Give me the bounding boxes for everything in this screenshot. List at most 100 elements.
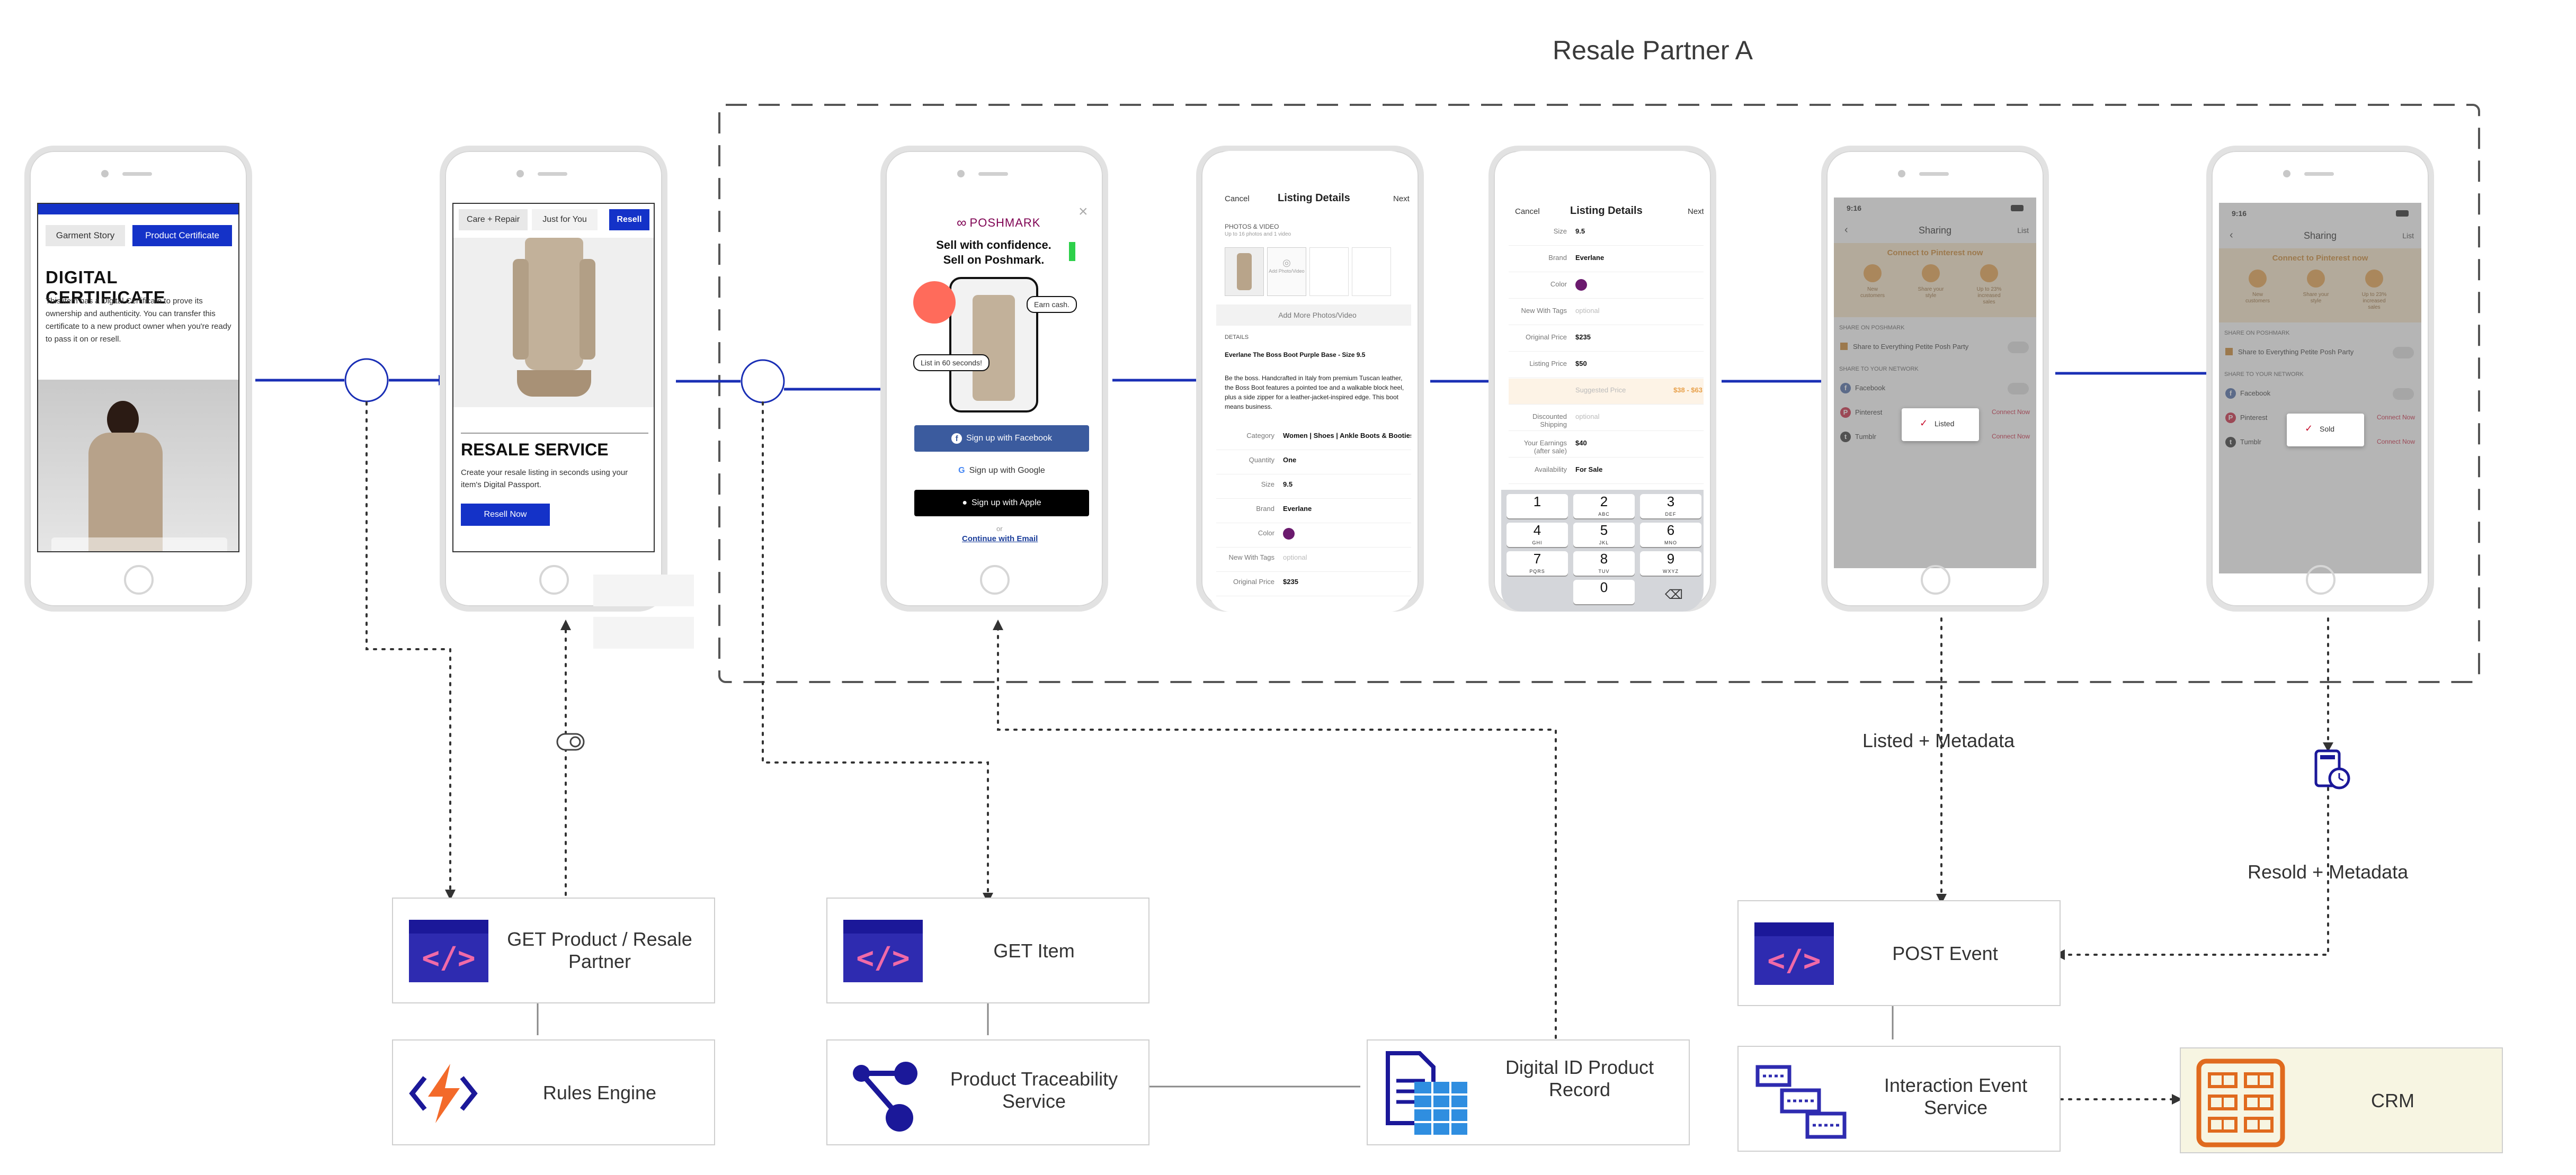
- home-button: [1921, 565, 1950, 595]
- screen-poshmark-signup: × ∞ POSHMARK Sell with confidence. Sell …: [893, 203, 1095, 552]
- item-description[interactable]: Be the boss. Handcrafted in Italy from p…: [1225, 374, 1404, 410]
- phone-camera: [516, 170, 524, 177]
- resell-now-button[interactable]: Resell Now: [461, 504, 550, 526]
- field-value: Everlane: [1283, 505, 1312, 513]
- price-field-row[interactable]: Listing Price$50: [1509, 352, 1704, 378]
- apple-signup-button[interactable]: ● Sign up with Apple: [914, 490, 1089, 516]
- field-key: Category: [1246, 432, 1274, 439]
- keypad-digit: 5: [1600, 522, 1608, 538]
- screen-resale-service: Care + Repair Just for You Resell RESALE…: [452, 203, 655, 552]
- item-title[interactable]: Everlane The Boss Boot Purple Base - Siz…: [1225, 351, 1366, 358]
- service-links: [537, 1000, 1894, 1088]
- cancel-link[interactable]: Cancel: [1225, 194, 1250, 203]
- or-divider: or: [996, 525, 1003, 533]
- keypad-letters: MNO: [1664, 540, 1677, 545]
- photos-hint: Up to 16 photos and 1 video: [1225, 231, 1291, 237]
- empty-photo-slot[interactable]: [1309, 247, 1349, 296]
- modal-overlay: [2219, 203, 2421, 573]
- facebook-signup-button[interactable]: f Sign up with Facebook: [914, 425, 1089, 452]
- listing-field-row[interactable]: Color: [1216, 522, 1411, 548]
- tab-product-certificate[interactable]: Product Certificate: [132, 225, 232, 246]
- resale-body: Create your resale listing in seconds us…: [461, 468, 628, 489]
- service-get-product[interactable]: </> GET Product / Resale Partner: [392, 898, 715, 1003]
- service-post-event[interactable]: </> POST Event: [1737, 900, 2061, 1006]
- empty-photo-slot[interactable]: [1352, 247, 1391, 296]
- tab-resell[interactable]: Resell: [609, 209, 649, 230]
- modal-overlay: [1834, 198, 2036, 568]
- price-field-row[interactable]: Availability For Sale: [1509, 458, 1704, 484]
- keypad-letters: ABC: [1598, 512, 1610, 517]
- flow-line-main: [255, 372, 2206, 391]
- divider: [461, 433, 648, 434]
- keypad-key-0[interactable]: 0: [1573, 580, 1635, 604]
- service-digital-id[interactable]: Digital ID Product Record: [1367, 1039, 1690, 1145]
- service-label: CRM: [2371, 1090, 2414, 1111]
- backspace-icon[interactable]: ⌫: [1665, 588, 1683, 602]
- tab-care-repair[interactable]: Care + Repair: [459, 209, 528, 230]
- camera-icon: ◎: [1282, 257, 1291, 268]
- price-field-row[interactable]: Color: [1509, 273, 1704, 299]
- photo-thumb[interactable]: [1225, 247, 1264, 296]
- google-signup-button[interactable]: G Sign up with Google: [914, 458, 1089, 483]
- service-crm[interactable]: CRM: [2180, 1047, 2503, 1153]
- tab-garment-story[interactable]: Garment Story: [46, 225, 125, 246]
- price-field-row[interactable]: Original Price$235: [1509, 326, 1704, 352]
- phone-resale-service: Care + Repair Just for You Resell RESALE…: [440, 146, 667, 612]
- tab-just-for-you[interactable]: Just for You: [532, 209, 598, 230]
- keypad-key-1[interactable]: 1: [1507, 494, 1568, 518]
- continue-email-link[interactable]: Continue with Email: [962, 534, 1038, 543]
- field-value: One: [1283, 456, 1297, 464]
- service-interaction-event[interactable]: Interaction Event Service: [1737, 1046, 2061, 1152]
- field-key: Original Price: [1233, 578, 1274, 586]
- phone-speaker: [1919, 172, 1949, 176]
- service-rules-engine[interactable]: Rules Engine: [392, 1039, 715, 1145]
- burst-badge: [913, 281, 956, 324]
- cancel-link[interactable]: Cancel: [1515, 207, 1540, 216]
- listing-field-row[interactable]: Brand Everlane: [1216, 497, 1411, 523]
- add-more-photos[interactable]: Add More Photos/Video: [1216, 304, 1411, 326]
- service-product-traceability[interactable]: Product Traceability Service: [826, 1039, 1149, 1145]
- service-get-item[interactable]: </> GET Item: [826, 898, 1149, 1003]
- illustration-phone: [949, 277, 1038, 412]
- field-value: optional: [1575, 412, 1600, 420]
- photos-section-label: PHOTOS & VIDEO: [1225, 223, 1279, 230]
- price-field-row[interactable]: Suggested Price$38 - $63: [1509, 379, 1704, 405]
- green-accent: [1069, 242, 1075, 261]
- junction-node: [344, 358, 389, 402]
- close-icon[interactable]: ×: [1078, 203, 1088, 220]
- add-photo-slot[interactable]: ◎ Add Photo/Video: [1267, 247, 1306, 296]
- field-key: Brand: [1256, 505, 1274, 513]
- apple-icon: ●: [962, 498, 967, 507]
- listing-field-row[interactable]: Original Price$235: [1216, 570, 1411, 596]
- phone-speaker: [122, 172, 152, 176]
- field-value: For Sale: [1575, 465, 1603, 473]
- connector-arrowhead: [445, 890, 456, 900]
- price-field-row[interactable]: Your Earnings (after sale)$40: [1509, 432, 1704, 458]
- api-code-icon: </>: [843, 920, 923, 982]
- service-label: GET Item: [993, 940, 1075, 962]
- traceability-network-icon: [840, 1052, 925, 1137]
- next-link[interactable]: Next: [1393, 194, 1410, 203]
- field-key: Availability: [1534, 465, 1567, 473]
- field-key: Original Price: [1525, 333, 1567, 341]
- next-link[interactable]: Next: [1688, 207, 1704, 216]
- phone-poshmark-signup: × ∞ POSHMARK Sell with confidence. Sell …: [880, 146, 1108, 612]
